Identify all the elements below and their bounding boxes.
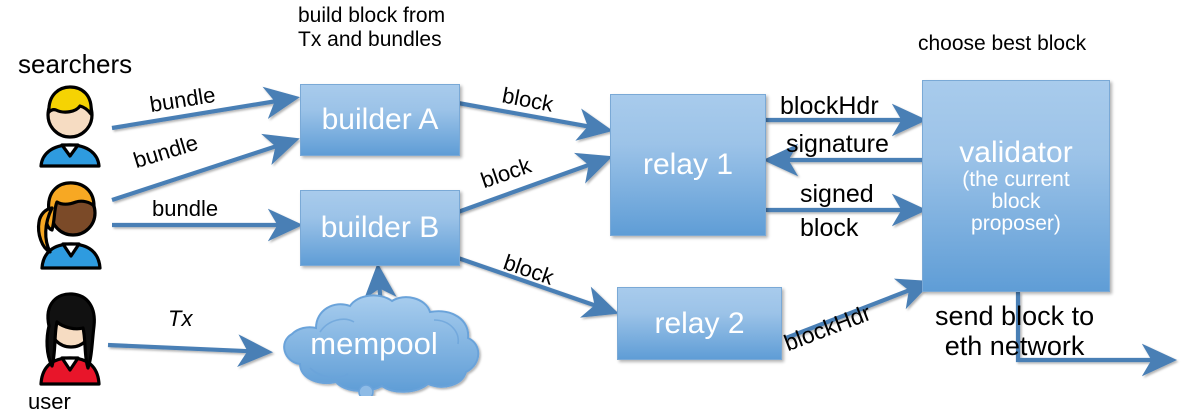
arrow-tx (107, 334, 274, 368)
edge-label-signature: signature (786, 130, 889, 158)
avatar-user (39, 292, 101, 386)
arrow-send-block (1015, 292, 1178, 377)
label-searchers: searchers (18, 49, 133, 79)
node-relay-2-label: relay 2 (654, 306, 745, 340)
edge-label-bundle-3: bundle (152, 196, 219, 221)
arrow-blockhdr-relay2 (785, 278, 933, 340)
node-relay-2[interactable]: relay 2 (617, 287, 782, 360)
node-builder-b[interactable]: builder B (300, 190, 460, 266)
node-relay-1-label: relay 1 (642, 148, 734, 182)
caption-send-block: send block to eth network (935, 301, 1095, 361)
caption-choose-best-block: choose best block (918, 32, 1087, 55)
node-validator-label: validator (959, 135, 1073, 169)
node-builder-a[interactable]: builder A (300, 84, 460, 156)
avatar-searcher-2 (36, 181, 102, 270)
node-builder-a-label: builder A (321, 103, 439, 137)
node-mempool-label: mempool (310, 326, 438, 361)
arrow-bundle-1 (111, 86, 300, 131)
node-validator[interactable]: validator (the current block proposer) (922, 80, 1110, 292)
arrow-block-a-relay1 (457, 100, 613, 141)
edge-label-tx: Tx (168, 306, 193, 331)
avatar-searcher-1 (39, 85, 101, 168)
edge-label-blockhdr-relay1: blockHdr (780, 92, 879, 120)
arrow-block-b-relay2 (457, 256, 619, 318)
node-validator-sublabel: (the current block proposer) (962, 167, 1070, 236)
arrow-block-b-relay1 (457, 152, 613, 214)
caption-build-block: build block from Tx and bundles (298, 4, 446, 51)
arrow-bundle-2 (111, 133, 300, 202)
label-user: user (28, 389, 71, 414)
node-relay-1[interactable]: relay 1 (610, 94, 766, 236)
node-mempool[interactable]: mempool (258, 292, 490, 396)
edge-label-signed-block-word: block (800, 214, 859, 242)
edge-label-signed: signed (800, 180, 874, 208)
node-builder-b-label: builder B (320, 211, 440, 245)
